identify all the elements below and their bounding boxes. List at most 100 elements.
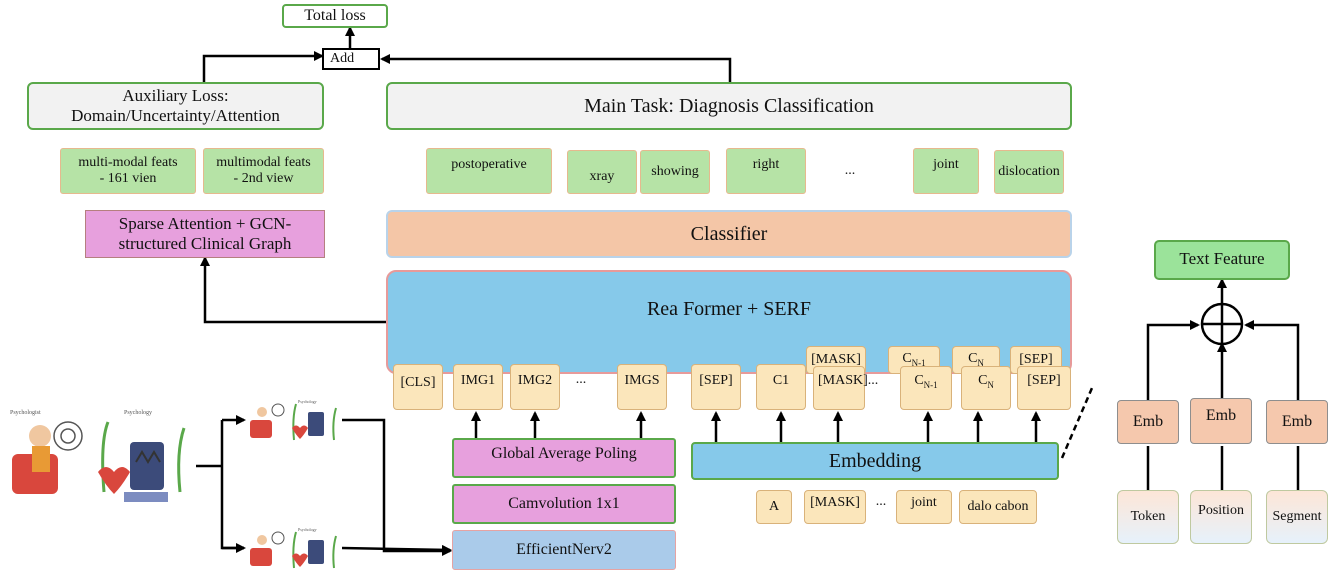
- token-label: CN: [968, 351, 984, 369]
- token-label: IMGS: [624, 373, 660, 388]
- token-label: [CLS]: [400, 375, 436, 390]
- token-label: IMG2: [517, 373, 553, 388]
- feat-view1-line2: - 161 vien: [99, 171, 157, 186]
- word-token-showing: showing: [640, 150, 710, 194]
- efficientnet-backbone-box: EfficientNerv2: [452, 530, 676, 570]
- ellipsis-text: ...: [844, 163, 856, 178]
- psychology-illustration-view1: Psychology: [246, 396, 342, 444]
- token-label: C1: [772, 373, 790, 388]
- token-input-box: Token: [1117, 490, 1179, 544]
- ellipsis-text: ...: [875, 494, 887, 509]
- token-label: [SEP]: [699, 373, 733, 388]
- word-token-label: xray: [589, 168, 615, 184]
- emb-segment-box: Emb: [1266, 400, 1328, 444]
- ellipsis-text: ...: [575, 372, 587, 387]
- word-token-right: right: [726, 148, 806, 194]
- feat-view2-line2: - 2nd view: [233, 171, 294, 186]
- word-token-ellipsis: ...: [835, 163, 865, 179]
- word-token-xray: xray: [567, 150, 637, 194]
- main-task-box: Main Task: Diagnosis Classification: [386, 82, 1072, 130]
- add-label: Add: [330, 50, 355, 66]
- aux-loss-line2: Domain/Uncertainty/Attention: [71, 106, 280, 125]
- token-cn1: CN-1: [900, 366, 952, 410]
- word-token-label: showing: [651, 163, 699, 179]
- multimodal-feats-view2: multimodal feats - 2nd view: [203, 148, 324, 194]
- auxiliary-loss-box: Auxiliary Loss: Domain/Uncertainty/Atten…: [27, 82, 324, 130]
- word-token-label: right: [752, 157, 780, 172]
- text-feature-box: Text Feature: [1154, 240, 1290, 280]
- word-token-label: joint: [933, 157, 959, 172]
- illustration-caption: Psychologist: [10, 410, 41, 416]
- embedding-label: Embedding: [828, 449, 922, 472]
- word-token-postoperative: postoperative: [426, 148, 552, 194]
- text-input-dalo-cabon: dalo cabon: [959, 490, 1037, 524]
- gap-label: Global Average Poling: [491, 445, 637, 462]
- token-label: [MASK]...: [818, 373, 879, 388]
- text-input-label: dalo cabon: [967, 498, 1029, 514]
- text-input-mask: [MASK]: [804, 490, 866, 524]
- token-imgs: IMGS: [617, 364, 667, 410]
- conv-label: Camvolution 1x1: [508, 494, 620, 512]
- global-average-pooling-box: Global Average Poling: [452, 438, 676, 478]
- embedding-box: Embedding: [691, 442, 1059, 480]
- token-label: CN: [978, 373, 994, 390]
- token-label: IMG1: [460, 373, 496, 388]
- text-input-joint: joint: [896, 490, 952, 524]
- text-input-label: A: [768, 498, 780, 514]
- total-loss-box: Total loss: [282, 4, 388, 28]
- word-token-dislocation: dislocation: [994, 150, 1064, 194]
- word-token-label: postoperative: [451, 157, 527, 172]
- token-img1: IMG1: [453, 364, 503, 410]
- token-sep: [SEP]: [691, 364, 741, 410]
- sparse-attention-line1: Sparse Attention + GCN-: [118, 214, 292, 234]
- input-label: Segment: [1272, 508, 1322, 524]
- emb-label: Emb: [1281, 412, 1313, 430]
- classifier-label: Classifier: [690, 222, 768, 245]
- text-input-ellipsis: ...: [870, 494, 892, 510]
- text-input-label: joint: [911, 495, 937, 510]
- input-label: Token: [1130, 508, 1166, 524]
- token-sep-end: [SEP]: [1017, 366, 1071, 410]
- input-label: Position: [1198, 503, 1244, 518]
- token-label: [SEP]: [1027, 373, 1061, 388]
- feat-view2-line1: multimodal feats: [216, 154, 311, 170]
- psychology-illustration-input: Psychologist Psychology: [4, 402, 194, 512]
- emb-label: Emb: [1132, 412, 1164, 430]
- token-ellipsis: ...: [566, 372, 596, 388]
- emb-token-box: Emb: [1117, 400, 1179, 444]
- rea-former-label: Rea Former + SERF: [646, 298, 812, 320]
- text-feature-label: Text Feature: [1179, 249, 1265, 268]
- main-task-label: Main Task: Diagnosis Classification: [584, 94, 874, 117]
- position-input-box: Position: [1190, 490, 1252, 544]
- backbone-label: EfficientNerv2: [516, 540, 612, 558]
- total-loss-label: Total loss: [304, 6, 366, 24]
- text-input-label: [MASK]: [810, 495, 860, 510]
- sparse-attention-line2: structured Clinical Graph: [118, 234, 292, 253]
- psychology-illustration-view2: Psychology: [246, 524, 342, 572]
- emb-label: Emb: [1205, 407, 1237, 424]
- token-mask-front: [MASK]...: [813, 366, 878, 410]
- illustration-caption: Psychology: [124, 410, 152, 416]
- text-input-a: A: [756, 490, 792, 524]
- token-img2: IMG2: [510, 364, 560, 410]
- word-token-joint: joint: [913, 148, 979, 194]
- add-node: Add: [322, 48, 380, 70]
- multimodal-feats-view1: multi-modal feats - 161 vien: [60, 148, 196, 194]
- token-cls: [CLS]: [393, 364, 443, 410]
- token-label: CN-1: [902, 351, 926, 369]
- token-c1: C1: [756, 364, 806, 410]
- classifier-box: Classifier: [386, 210, 1072, 258]
- segment-input-box: Segment: [1266, 490, 1328, 544]
- emb-position-box: Emb: [1190, 398, 1252, 444]
- token-label: [SEP]: [1019, 351, 1053, 367]
- sparse-attention-gcn-box: Sparse Attention + GCN- structured Clini…: [85, 210, 325, 258]
- token-cn: CN: [961, 366, 1011, 410]
- convolution-1x1-box: Camvolution 1x1: [452, 484, 676, 524]
- illustration-caption: Psychology: [298, 399, 317, 404]
- aux-loss-line1: Auxiliary Loss:: [122, 86, 229, 106]
- illustration-caption: Psychology: [298, 527, 317, 532]
- feat-view1-line1: multi-modal feats: [78, 154, 178, 170]
- word-token-label: dislocation: [998, 163, 1060, 179]
- token-label: CN-1: [914, 373, 938, 390]
